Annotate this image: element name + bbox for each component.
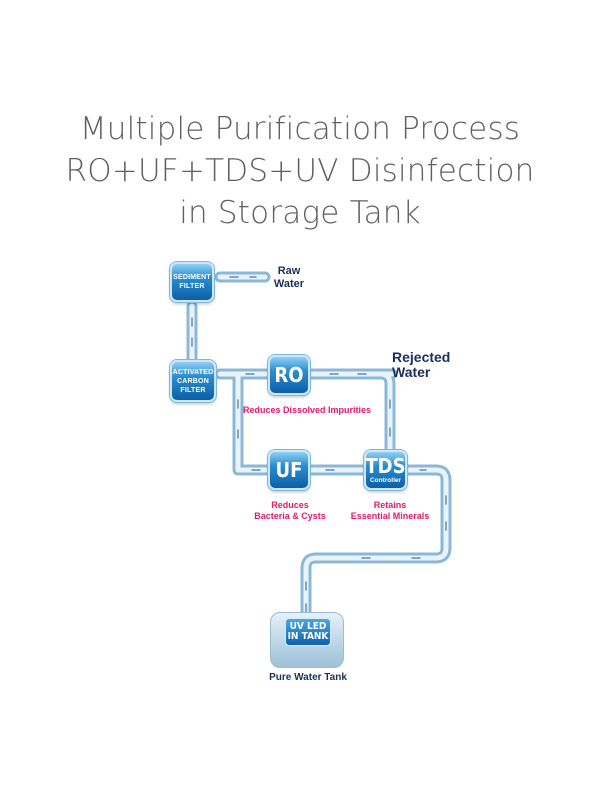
raw-water-line2: Water <box>273 278 305 290</box>
pipe-inner <box>189 274 449 625</box>
carbon-filter-node: ACTIVATED CARBON FILTER <box>170 360 216 402</box>
rejected-water-line1: Rejected <box>392 349 451 365</box>
tank-caption: Pure Water Tank <box>269 672 347 683</box>
uf-description: Reduces Bacteria & Cysts <box>245 500 335 522</box>
carbon-filter-line1: ACTIVATED <box>172 368 214 376</box>
pipe-dashes <box>191 276 447 613</box>
tds-label: TDS <box>365 454 406 478</box>
uf-description-line2: Bacteria & Cysts <box>254 511 326 521</box>
title-line-2: RO+UF+TDS+UV Disinfection <box>65 153 535 189</box>
title-line-3: in Storage Tank <box>179 195 421 231</box>
tds-description-line2: Essential Minerals <box>350 511 430 521</box>
tds-sub-label: Controller <box>369 477 402 484</box>
carbon-filter-line3: FILTER <box>180 386 206 394</box>
ro-label: RO <box>274 363 304 387</box>
ro-description: Reduces Dissolved Impurities <box>242 405 372 415</box>
carbon-filter-line2: CARBON <box>177 377 209 385</box>
sediment-filter-node: SEDIMENT FILTER <box>170 262 214 302</box>
rejected-water-line2: Water <box>392 364 431 380</box>
uv-tank-line2: IN TANK <box>287 631 329 642</box>
uv-tank-line1: UV LED <box>289 621 327 632</box>
title-line-1: Multiple Purification Process <box>79 111 521 147</box>
sediment-filter-line2: FILTER <box>179 283 205 290</box>
tds-description-line1: Retains <box>373 500 407 510</box>
raw-water-label: Raw Water <box>264 265 314 291</box>
tds-description: Retains Essential Minerals <box>340 500 440 522</box>
rejected-water-label: Rejected Water <box>392 350 450 380</box>
uf-label: UF <box>275 458 303 482</box>
raw-water-line1: Raw <box>277 265 301 277</box>
uf-description-line1: Reduces <box>271 500 309 510</box>
pipe-outer <box>186 271 452 628</box>
sediment-filter-line1: SEDIMENT <box>173 274 211 281</box>
tds-controller-node: TDS Controller <box>364 450 407 490</box>
ro-node: RO <box>268 355 310 395</box>
uv-tank-label: UV LED IN TANK <box>285 618 331 646</box>
diagram-title: Multiple Purification Process RO+UF+TDS+… <box>0 108 600 234</box>
uf-node: UF <box>268 450 310 490</box>
